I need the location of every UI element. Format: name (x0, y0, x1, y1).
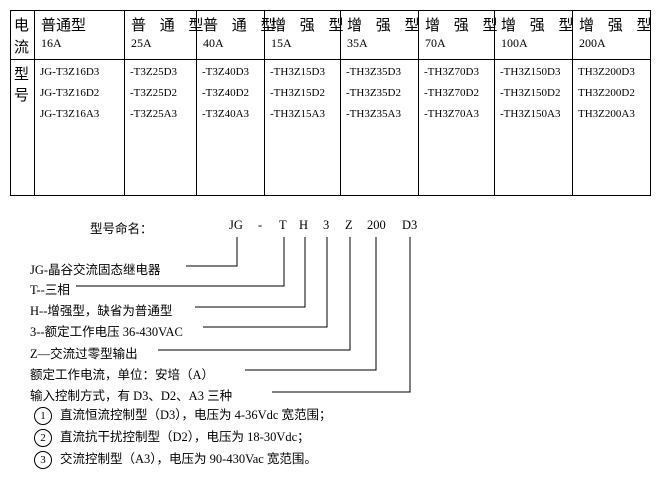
code-part-h: H (299, 218, 309, 232)
model-cell: -TH3Z150D3-TH3Z150D2-TH3Z150A3 (494, 59, 573, 196)
model-cell: -TH3Z35D3-TH3Z35D2-TH3Z35A3 (340, 59, 419, 196)
desc-jg: JG-晶谷交流固态继电器 (30, 263, 161, 277)
naming-label: 型号命名： (90, 222, 153, 236)
code-part-t: T (279, 218, 287, 232)
code-part-d3: D3 (402, 218, 418, 232)
desc-d3: 输入控制方式，有 D3、D2、A3 三种 (30, 389, 233, 403)
current-row-label: 电 流 (10, 10, 35, 60)
code-part-3: 3 (323, 218, 330, 232)
code-part-z: Z (345, 218, 353, 232)
desc-h: H--增强型，缺省为普通型 (30, 304, 173, 318)
model-cell: -TH3Z15D3-TH3Z15D2-TH3Z15A3 (264, 59, 341, 196)
desc-200: 额定工作电流，单位：安培（A） (30, 368, 215, 382)
code-part-200: 200 (367, 218, 386, 232)
bracket-z (158, 237, 351, 351)
model-cell: -TH3Z70D3-TH3Z70D2-TH3Z70A3 (418, 59, 495, 196)
circled-number: 3 (34, 451, 52, 470)
desc-t: T--三相 (30, 283, 70, 297)
bracket-h (195, 237, 306, 308)
desc-3: 3--额定工作电压 36-430VAC (30, 325, 183, 339)
bracket-200 (245, 237, 377, 371)
code-part-jg: JG (229, 218, 243, 232)
model-row-label: 型 号 (10, 59, 35, 196)
bracket-d3 (272, 237, 411, 393)
circled-number: 2 (34, 429, 52, 448)
code-part-dash: - (258, 218, 263, 232)
model-cell: -T3Z25D3-T3Z25D2-T3Z25A3 (124, 59, 197, 196)
model-cell: -T3Z40D3-T3Z40D2-T3Z40A3 (196, 59, 265, 196)
circled-number: 1 (34, 407, 52, 426)
bracket-jg (186, 237, 238, 267)
bracket-3 (203, 237, 328, 328)
bracket-t (76, 237, 285, 287)
desc-z: Z—交流过零型输出 (30, 347, 138, 361)
